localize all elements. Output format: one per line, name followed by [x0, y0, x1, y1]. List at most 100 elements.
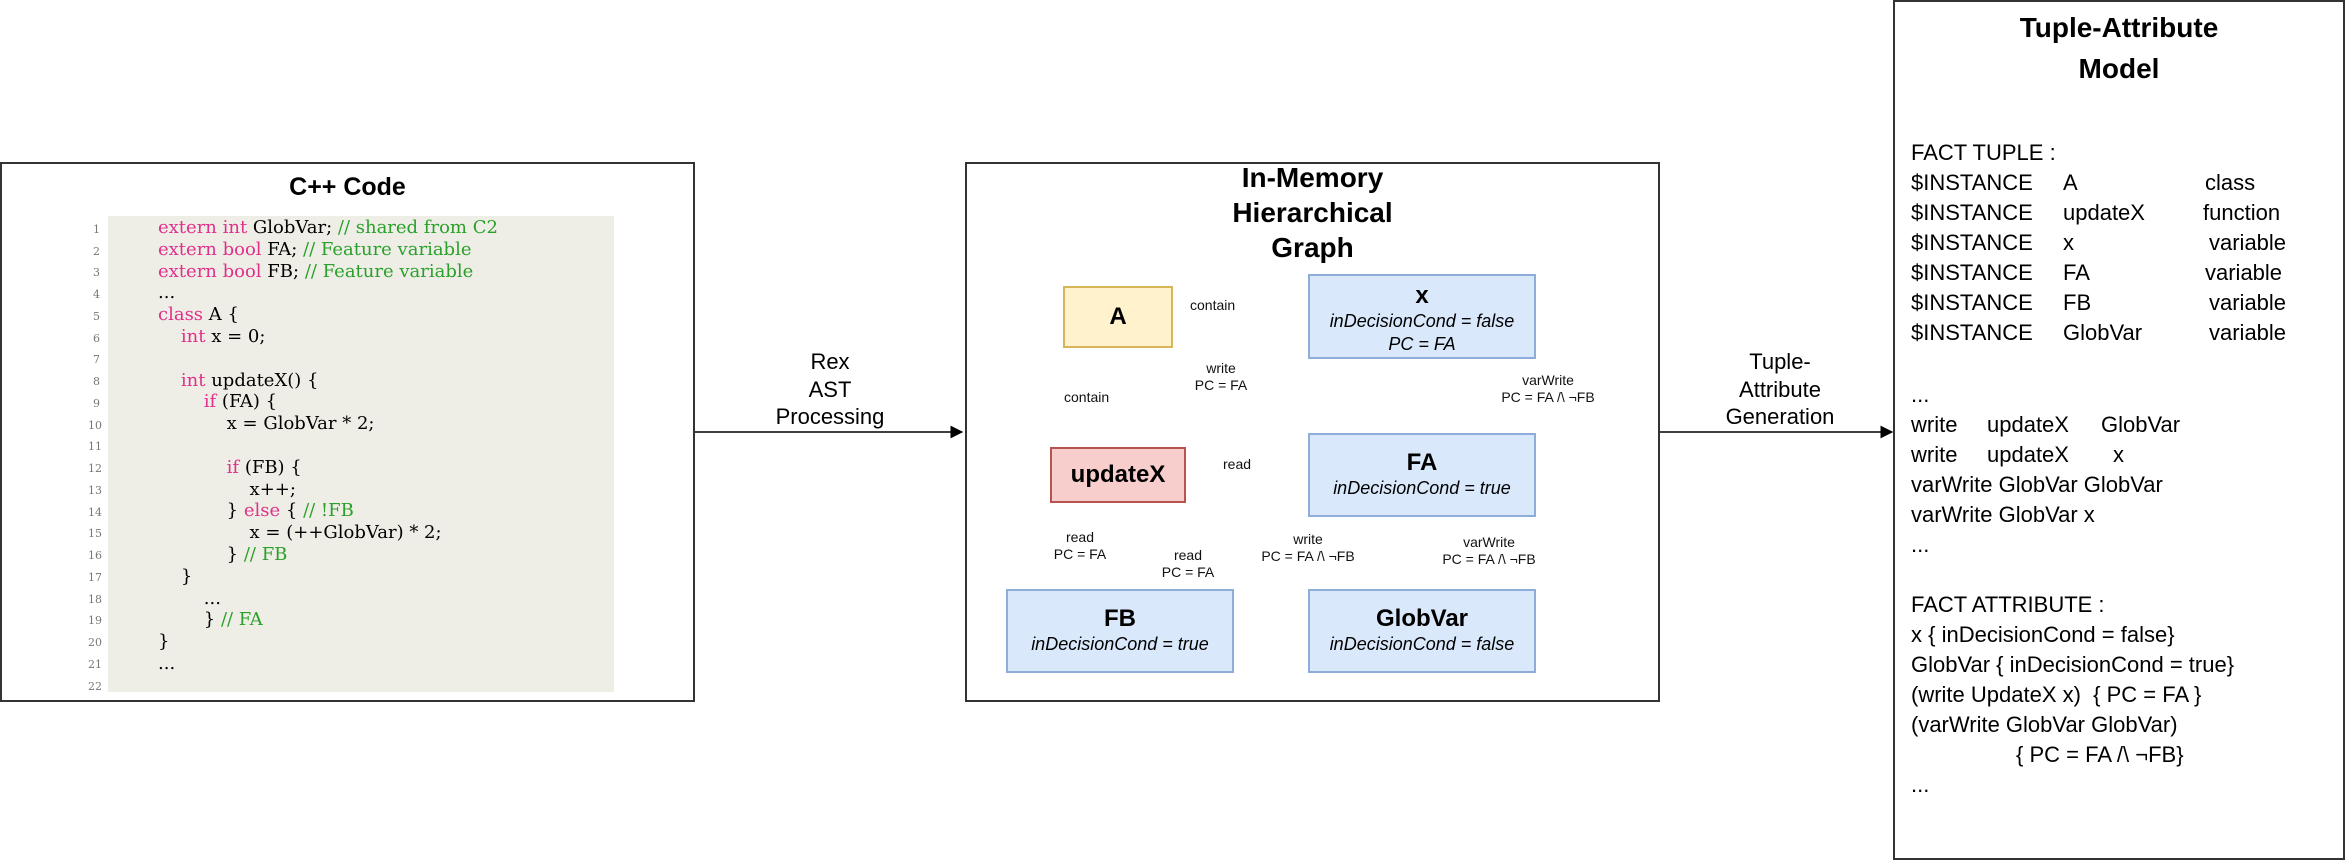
edge-label-line: write	[1206, 360, 1236, 376]
line-number: 2	[93, 245, 100, 258]
rex-label-line: AST	[808, 376, 852, 402]
edge-label-line: PC = FA	[1194, 376, 1248, 393]
line-number: 17	[88, 571, 102, 584]
instance-type: variable	[2209, 230, 2287, 255]
edge-label-line: PC = FA /\ ¬FB	[1261, 547, 1355, 564]
code-line: if (FB) {	[226, 456, 302, 478]
line-number: 7	[93, 353, 100, 366]
tuple-label-line: Tuple-	[1749, 349, 1811, 374]
code-line: ...	[158, 653, 176, 674]
relation-target: x	[2113, 442, 2124, 467]
edge-label-line: contain	[1064, 389, 1110, 405]
tuple-label-line: Generation	[1725, 404, 1835, 429]
model-panel	[1893, 0, 2345, 860]
node-a[interactable]: A	[1063, 286, 1173, 348]
line-number: 14	[88, 506, 102, 519]
cpp-code-title: C++ Code	[289, 173, 406, 201]
instance-name: GlobVar	[2063, 320, 2143, 345]
edge-label-line: PC = FA	[1161, 563, 1215, 580]
varwrite-row: varWrite GlobVar x	[1911, 502, 2095, 527]
line-number: 18	[88, 593, 102, 606]
instance-keyword: $INSTANCE	[1911, 200, 2033, 225]
node-detail: inDecisionCond = false	[1329, 634, 1515, 654]
node-detail: inDecisionCond = true	[1031, 634, 1209, 654]
code-line: int x = 0;	[180, 326, 266, 347]
relation-source: updateX	[1987, 412, 2069, 437]
instance-keyword: $INSTANCE	[1911, 170, 2033, 195]
instance-name: FB	[2063, 290, 2092, 315]
line-number: 19	[88, 614, 102, 627]
rex-label-line: Rex	[810, 349, 850, 374]
code-listing-background	[108, 216, 614, 692]
tuple-generation-label: Tuple- Attribute Generation	[1690, 348, 1870, 431]
relation-kind: write	[1911, 442, 1958, 467]
instance-type: variable	[2209, 320, 2287, 345]
ellipsis: ...	[1911, 532, 1930, 557]
node-detail: PC = FA	[1388, 333, 1456, 354]
code-line: extern int GlobVar; // shared from C2	[158, 217, 498, 238]
node-detail: inDecisionCond = true	[1333, 478, 1511, 498]
node-label: FB	[1104, 605, 1136, 632]
attribute-row: { PC = FA /\ ¬FB}	[2016, 742, 2184, 767]
instance-keyword: $INSTANCE	[1911, 320, 2033, 345]
code-line: extern bool FB; // Feature variable	[158, 260, 474, 282]
tuple-label-line: Attribute	[1739, 376, 1821, 402]
attribute-row: (varWrite GlobVar GlobVar)	[1911, 712, 2178, 737]
attribute-row: x { inDecisionCond = false}	[1911, 622, 2175, 647]
code-line: } else { // !FB	[158, 500, 354, 522]
instance-name: A	[2063, 170, 2078, 195]
line-number: 16	[88, 549, 102, 562]
edge-label-updatex-x: write PC = FA	[1188, 360, 1254, 394]
line-number: 6	[93, 332, 100, 345]
code-line: class A {	[158, 304, 239, 326]
graph-title-line: Hierarchical	[1232, 197, 1393, 228]
instance-type: variable	[2209, 290, 2287, 315]
node-label: x	[1415, 282, 1429, 309]
edge-label-line: contain	[1190, 297, 1236, 313]
ellipsis: ...	[1911, 382, 1930, 407]
instance-keyword: $INSTANCE	[1911, 260, 2033, 285]
node-label: FA	[1406, 449, 1438, 476]
line-number: 5	[93, 310, 100, 323]
line-number: 3	[93, 266, 100, 279]
line-number: 11	[88, 440, 102, 453]
code-line: } // FA	[158, 609, 263, 631]
line-number: 12	[88, 462, 102, 475]
code-line: if (FA) {	[203, 391, 278, 413]
attribute-row: (write UpdateX x) { PC = FA }	[1911, 682, 2202, 707]
instance-keyword: $INSTANCE	[1911, 230, 2033, 255]
edge-label-line: write	[1293, 531, 1323, 547]
instance-type: variable	[2205, 260, 2283, 285]
node-globvar[interactable]: GlobVar inDecisionCond = false	[1308, 589, 1536, 673]
edge-label-line: varWrite	[1522, 372, 1574, 388]
fact-tuple-header: FACT TUPLE :	[1911, 140, 2056, 165]
node-updatex[interactable]: updateX	[1050, 447, 1186, 503]
edge-label-line: PC = FA	[1053, 545, 1107, 562]
edge-label-updatex-fb: read PC = FA	[1049, 529, 1111, 563]
line-number: 4	[93, 288, 100, 301]
node-detail: inDecisionCond = false	[1329, 311, 1515, 331]
edge-label-line: PC = FA /\ ¬FB	[1442, 550, 1536, 567]
rex-label-line: Processing	[775, 404, 885, 429]
edge-label-updatex-fa: read	[1223, 456, 1251, 473]
node-fb[interactable]: FB inDecisionCond = true	[1006, 589, 1234, 673]
fact-attribute-header: FACT ATTRIBUTE :	[1911, 592, 2105, 617]
code-line: ...	[158, 282, 176, 304]
model-title-line: Tuple-Attribute	[2019, 12, 2219, 43]
node-label: updateX	[1070, 461, 1166, 488]
code-line: ...	[158, 587, 221, 609]
model-title: Tuple-Attribute Model	[1893, 8, 2345, 89]
line-number: 20	[88, 636, 102, 649]
instance-type: function	[2203, 200, 2281, 225]
edge-label-a-x: contain	[1190, 297, 1235, 314]
node-fa[interactable]: FA inDecisionCond = true	[1308, 433, 1536, 517]
node-x[interactable]: x inDecisionCond = false PC = FA	[1308, 274, 1536, 359]
code-line: x++;	[158, 478, 296, 500]
code-line: x = (++GlobVar) * 2;	[158, 522, 442, 544]
rex-ast-label: Rex AST Processing	[740, 348, 920, 431]
instance-name: x	[2063, 230, 2074, 255]
graph-title-line: In-Memory	[1241, 162, 1384, 193]
line-number: 9	[93, 397, 100, 410]
code-line: }	[158, 631, 170, 653]
line-number: 10	[88, 419, 102, 432]
